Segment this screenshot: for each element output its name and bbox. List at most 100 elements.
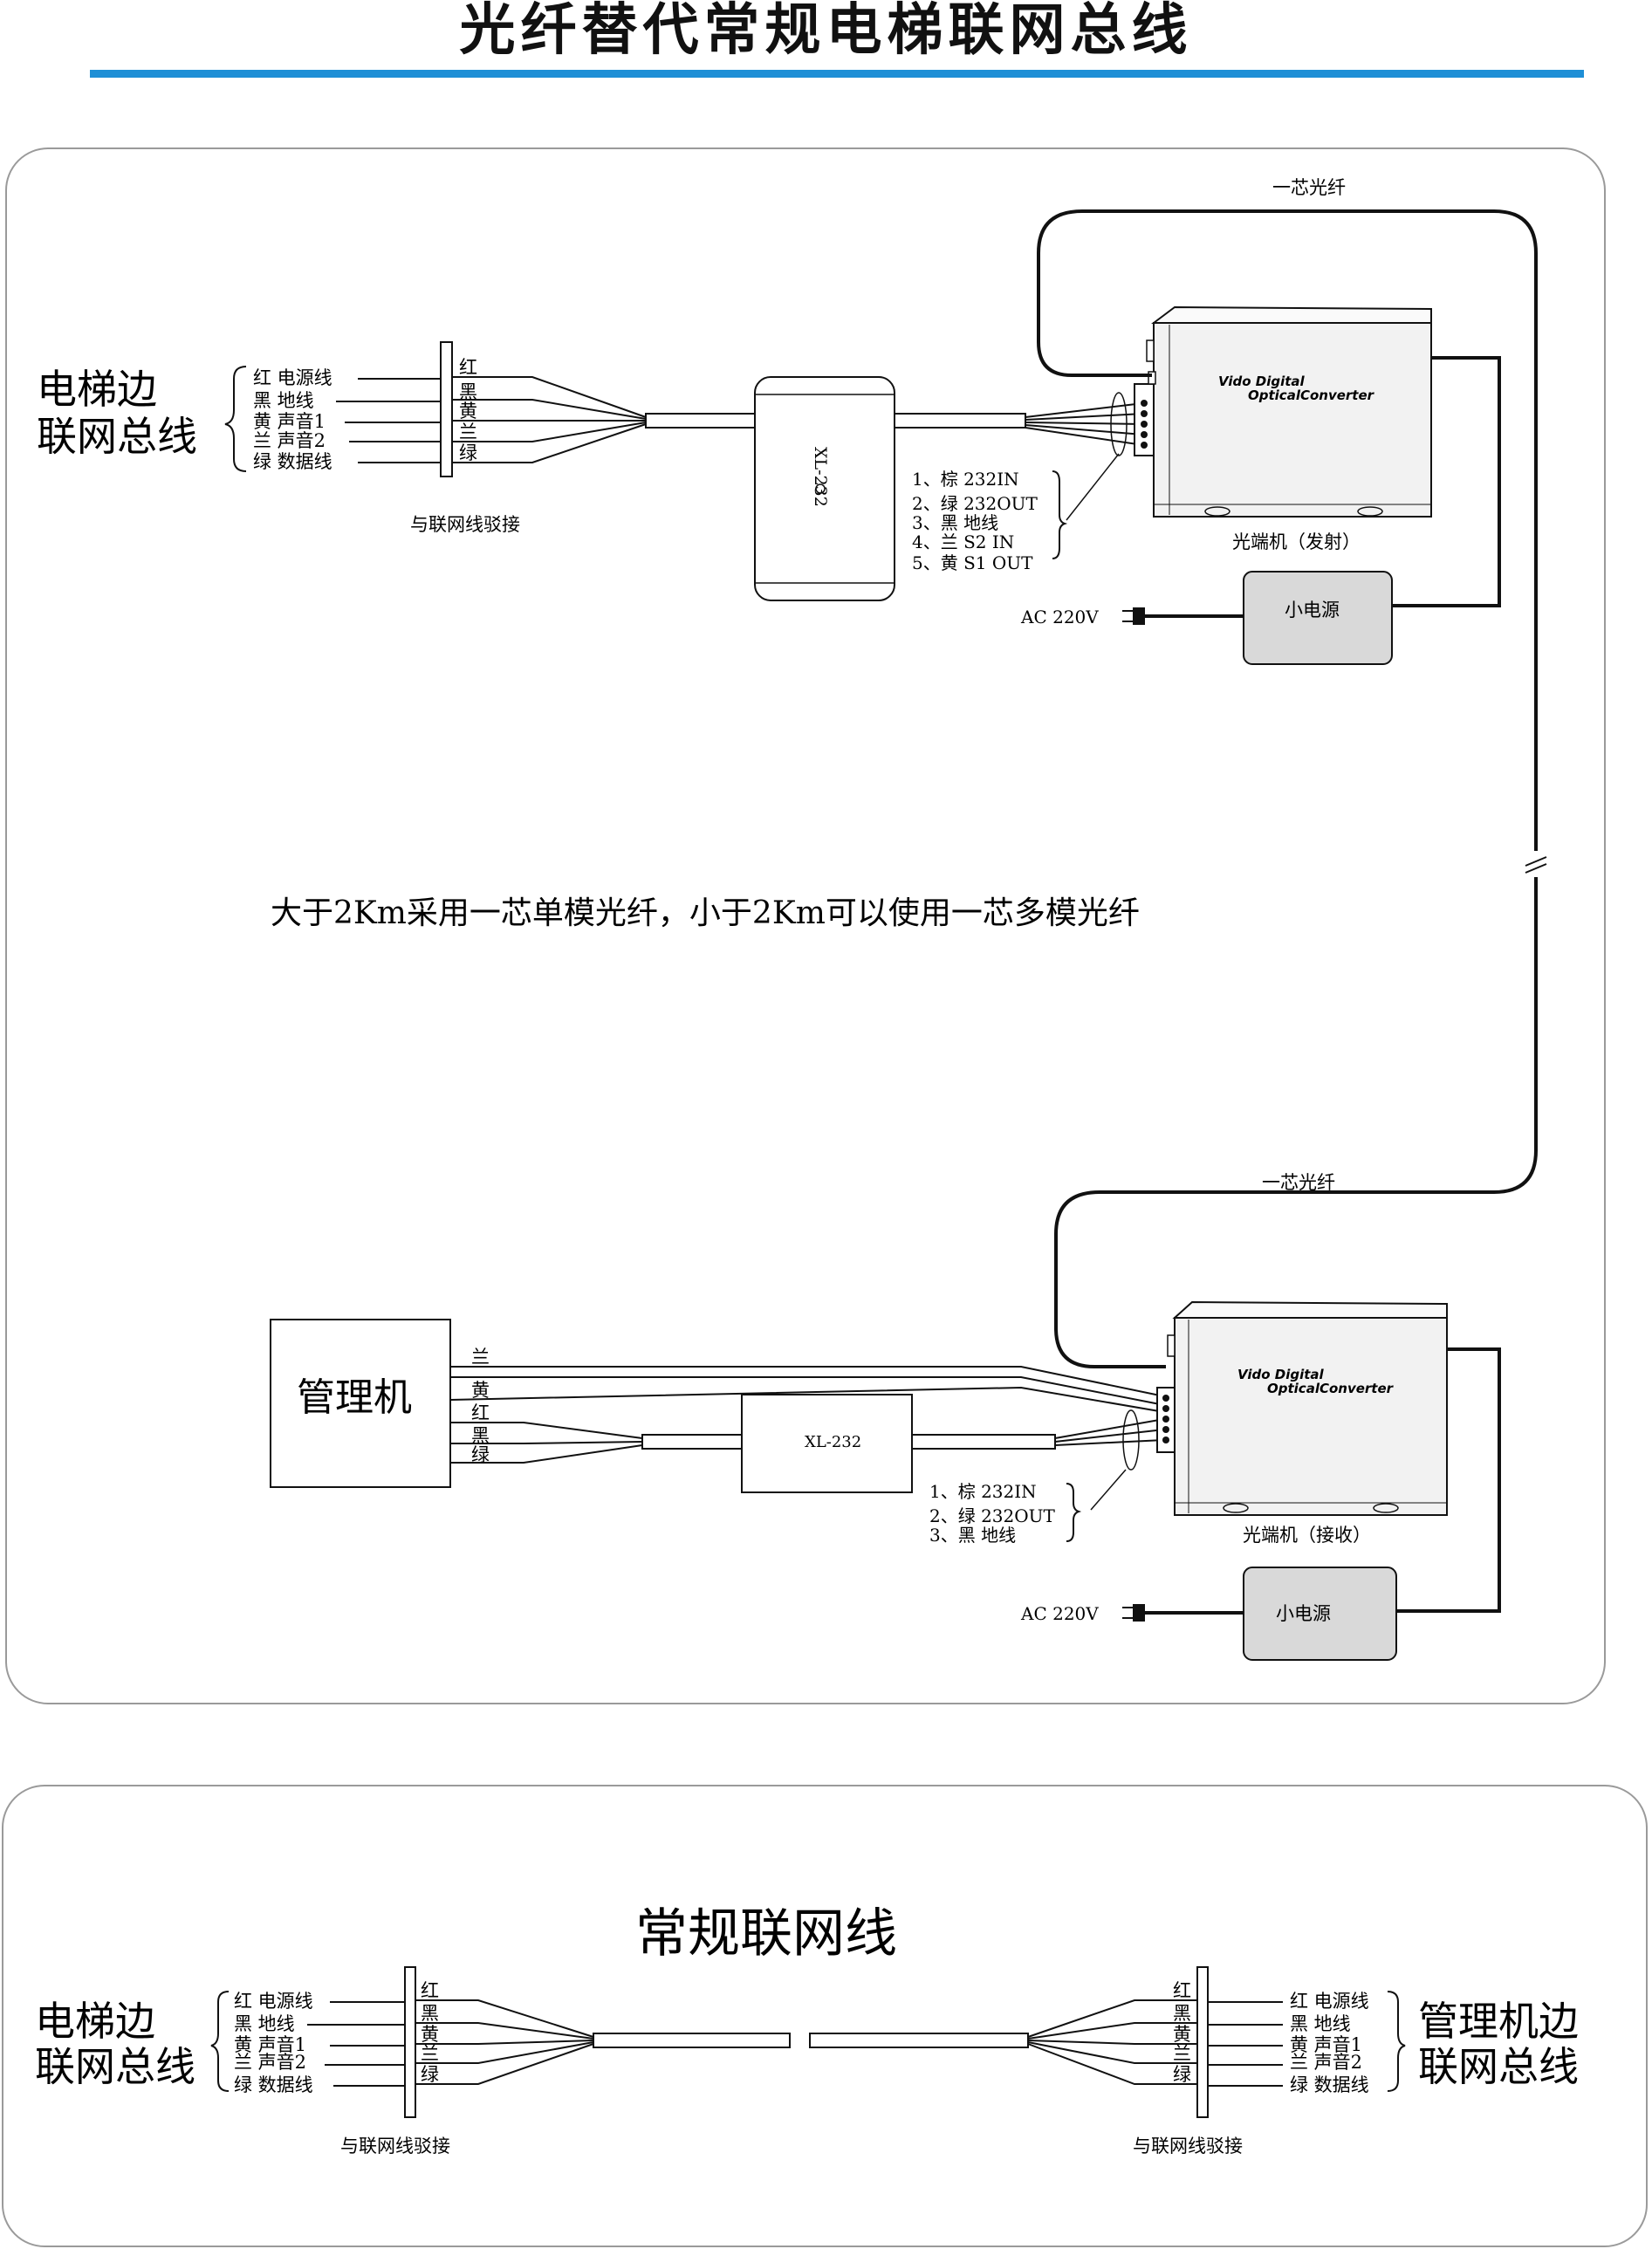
pin-label: 5、黄 S1 OUT [912,552,1033,573]
elevator-bus-label: 电梯边 [37,366,157,413]
wires-to-device [1025,402,1144,446]
pin-list-2: 1、棕 232IN 2、绿 232OUT 3、黑 地线 [929,1481,1056,1546]
device-caption: 光端机（接收） [1243,1525,1371,1546]
device-brand: Vido Digital [1218,374,1306,389]
splice-label: 与联网线驳接 [340,2136,450,2156]
bus-wire-lines [336,378,441,463]
title-underline [90,70,1584,78]
elevator-bus-label: 电梯边 [35,1998,155,2045]
converter-label-2: XL-232 [805,1433,861,1451]
right-wire-lines [1208,2001,1283,2087]
bundle-marker [1110,392,1128,456]
brace [224,366,247,472]
plug-icon [1133,607,1145,625]
right-terminal-colors: 红 黑 黄 兰 绿 [1173,1980,1191,2085]
wire-label: 兰 声音2 [253,430,326,451]
terminal-label: 黄 [459,401,477,422]
host-label: 管理机 [297,1375,412,1420]
fan-in-wires [452,376,647,463]
wire-label: 兰 声音2 [1290,2052,1362,2073]
pin-label: 1、棕 232IN [929,1481,1037,1502]
terminal-label: 黑 [421,2003,439,2024]
panel-fiber-solution [5,147,1606,1704]
page-title: 光纤替代常规电梯联网总线 [459,0,1193,63]
right-fan-wires [1027,1999,1197,2085]
cable [645,413,756,429]
pin-label: 2、绿 232OUT [929,1505,1056,1526]
wire-label: 黑 地线 [253,390,314,411]
terminal-strip [404,1966,416,2118]
terminal-label: 兰 [459,422,477,442]
left-wire-list: 红 电源线 黑 地线 黄 声音1 兰 声音2 绿 数据线 [234,1991,313,2095]
psu-label: 小电源 [1285,600,1340,621]
terminal-label: 红 [421,1980,439,2001]
cable [593,2033,791,2048]
splice-label: 与联网线驳接 [1133,2136,1243,2156]
host-bus-label: 管理机边 [1418,1998,1579,2045]
pin-label: 3、黑 地线 [912,512,998,533]
fiber-cable [1037,209,1538,851]
wire-label: 黄 声音1 [253,411,326,432]
wires-to-receiver [1054,1418,1165,1446]
host-box [270,1319,451,1488]
terminal-label: 黑 [1173,2003,1191,2024]
ac-label: AC 220V [1020,1603,1099,1624]
bundle-marker [1122,1409,1140,1471]
wire-label: 兰 声音2 [234,2052,306,2073]
wire-label: 黑 地线 [234,2013,295,2034]
wire-label: 黄 声音1 [234,2034,306,2055]
optical-receiver: Vido Digital OpticalConverter [1156,1300,1448,1516]
terminal-label: 兰 [1173,2043,1191,2064]
host-wire-colors: 兰 黄 红 黑 绿 [471,1347,490,1465]
cable [911,1434,1056,1450]
device-caption: 光端机（发射） [1232,531,1361,552]
wire-color: 黄 [471,1380,490,1401]
terminal-label: 红 [459,357,477,378]
fiber-cable-2 [1054,877,1538,1368]
pin-label: 3、黑 地线 [929,1525,1016,1546]
terminal-label: 黄 [421,2024,439,2045]
wire-label: 绿 数据线 [253,451,332,472]
wire-label: 红 电源线 [253,367,332,388]
cable [641,1434,743,1450]
optical-transmitter: Vido Digital OpticalConverter [1134,305,1432,518]
wire-color: 红 [471,1402,490,1423]
pin-label: 4、兰 S2 IN [912,531,1014,552]
panel-conventional [2,1785,1648,2247]
wire-color: 黑 [471,1425,490,1446]
left-terminal-colors: 红 黑 黄 兰 绿 [421,1980,439,2085]
terminal-label: 红 [1173,1980,1191,2001]
wire-label: 红 电源线 [1290,1991,1369,2012]
power-line [1393,356,1501,607]
wire-label: 绿 数据线 [234,2074,313,2095]
terminal-label: 黑 [459,381,477,402]
wire-label: 黄 声音1 [1290,2034,1362,2055]
terminal-colors: 红 黑 黄 兰 绿 [459,357,477,463]
elevator-bus-label-2: 联网总线 [37,413,197,460]
pin-label: 2、绿 232OUT [912,493,1038,514]
wire-label: 黑 地线 [1290,2013,1351,2034]
elevator-bus-label-2: 联网总线 [35,2043,195,2090]
wire-label: 红 电源线 [234,1991,313,2012]
device-brand: Vido Digital [1237,1367,1325,1382]
terminal-label: 绿 [1173,2064,1191,2085]
cable [894,413,1026,429]
terminal-strip [1196,1966,1209,2118]
terminal-label: 黄 [1173,2024,1191,2045]
terminal-label: 绿 [421,2064,439,2085]
left-wire-lines [307,2001,405,2087]
pin-list: 1、棕 232IN 2、绿 232OUT 3、黑 地线 4、兰 S2 IN 5、… [912,469,1038,573]
power-line [1396,1347,1501,1613]
right-wire-list: 红 电源线 黑 地线 黄 声音1 兰 声音2 绿 数据线 [1290,1991,1369,2095]
fiber-label: 一芯光纤 [1272,177,1346,198]
terminal-label: 兰 [421,2043,439,2064]
splice-label: 与联网线驳接 [410,514,520,535]
wire-label: 绿 数据线 [1290,2074,1369,2095]
fiber-label: 一芯光纤 [1262,1172,1335,1193]
cable [809,2033,1029,2048]
indicator-led [815,483,826,494]
bus-wire-list: 红 电源线 黑 地线 黄 声音1 兰 声音2 绿 数据线 [253,367,332,472]
plug-icon [1133,1604,1145,1622]
converter-box-2 [741,1394,913,1493]
